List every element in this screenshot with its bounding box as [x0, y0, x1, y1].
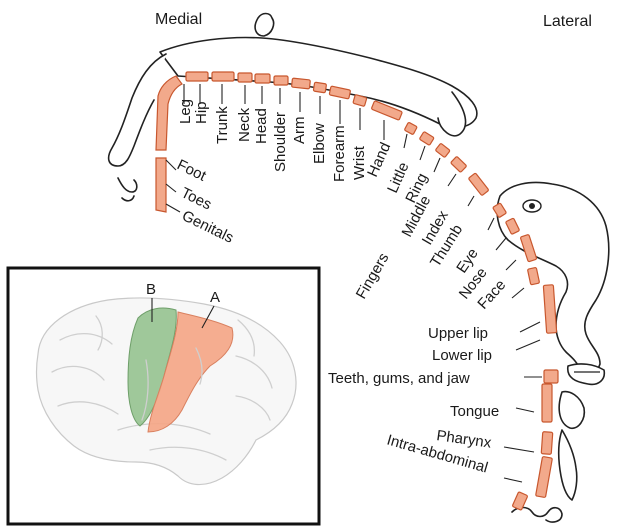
segment-elbow — [313, 82, 326, 93]
segment-tongue — [542, 384, 552, 422]
segment-arm — [292, 78, 311, 89]
segment-ring — [419, 131, 434, 145]
label-foot: Foot — [174, 156, 209, 185]
label-trunk: Trunk — [214, 106, 231, 144]
label-hand: Hand — [364, 140, 394, 180]
segment-lips — [543, 285, 556, 334]
segment-upper-lip — [527, 267, 539, 285]
segment-shoulder — [274, 76, 288, 85]
label-teeth-gums-jaw: Teeth, gums, and jaw — [328, 370, 470, 387]
segment-index — [450, 156, 466, 172]
label-neck: Neck — [236, 107, 253, 142]
label-upper-lip: Upper lip — [428, 325, 488, 342]
segment-pharynx — [541, 432, 553, 455]
label-toes: Toes — [178, 184, 214, 213]
label-shoulder: Shoulder — [272, 112, 289, 172]
segment-thumb — [468, 173, 489, 196]
segment-intra-abdominal — [536, 456, 553, 497]
segment-head — [255, 74, 270, 83]
segment-teeth — [544, 370, 558, 383]
segment-genitals — [156, 158, 166, 212]
label-forearm: Forearm — [331, 125, 348, 182]
label-head: Head — [253, 108, 270, 144]
medial-label: Medial — [155, 11, 202, 28]
label-tongue: Tongue — [450, 403, 499, 420]
segment-neck — [238, 73, 252, 82]
area-a-label: A — [210, 289, 220, 306]
segment-trunk — [212, 72, 234, 81]
label-fingers: Fingers — [353, 250, 393, 302]
segment-hip — [186, 72, 208, 81]
label-elbow: Elbow — [311, 123, 328, 164]
area-b-label: B — [146, 281, 156, 298]
label-wrist: Wrist — [351, 145, 368, 180]
segment-little — [404, 122, 417, 135]
brain-inset: B A — [8, 268, 319, 524]
lateral-label: Lateral — [543, 13, 592, 30]
label-hip: Hip — [193, 101, 210, 124]
segment-middle — [435, 143, 450, 157]
label-arm: Arm — [291, 117, 308, 145]
label-lower-lip: Lower lip — [432, 347, 492, 364]
label-genitals: Genitals — [179, 207, 236, 246]
label-leg: Leg — [177, 99, 194, 124]
